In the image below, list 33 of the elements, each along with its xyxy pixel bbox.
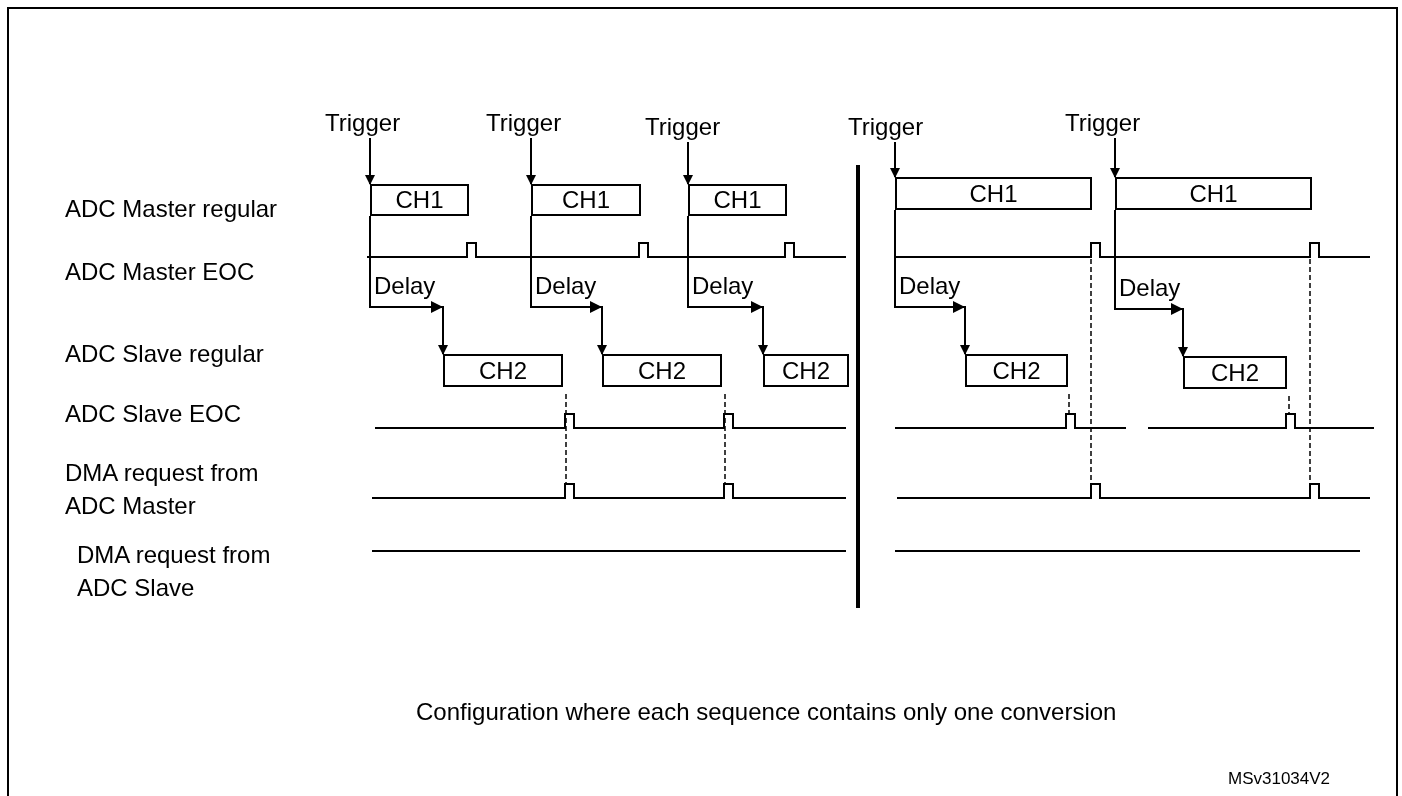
arrow [890, 141, 900, 178]
trigger-label: Trigger [1065, 108, 1151, 138]
arrow [526, 137, 536, 185]
delay-arrow [687, 215, 768, 355]
channel-box: CH1 [370, 184, 469, 216]
channel-box: CH2 [443, 354, 563, 387]
signal-name: ADC Slave EOC [65, 399, 242, 429]
signal-name: DMA request from ADC Slave [77, 540, 272, 603]
signal-name: ADC Master regular [65, 194, 278, 224]
trigger-label: Trigger [645, 112, 731, 142]
trigger-label: Trigger [848, 112, 934, 142]
delay-arrow [530, 215, 607, 355]
signal-name: ADC Master EOC [65, 257, 255, 287]
delay-arrow [369, 215, 448, 355]
arrow [1110, 137, 1120, 178]
arrow [683, 141, 693, 185]
signal-name: DMA request from ADC Master [65, 458, 260, 521]
channel-box: CH1 [1115, 177, 1312, 210]
figure-id: MSv31034V2 [1228, 768, 1331, 790]
channel-box: CH2 [965, 354, 1068, 387]
signal-name: ADC Slave regular [65, 339, 264, 369]
channel-box: CH1 [688, 184, 787, 216]
channel-box: CH1 [531, 184, 641, 216]
channel-box: CH2 [602, 354, 722, 387]
channel-box: CH2 [1183, 356, 1287, 389]
delay-arrow [894, 209, 970, 355]
trigger-label: Trigger [486, 108, 572, 138]
channel-box: CH2 [763, 354, 849, 387]
delay-arrow [1114, 209, 1188, 357]
channel-box: CH1 [895, 177, 1092, 210]
caption: Configuration where each sequence contains only one conversion [416, 697, 1117, 727]
arrow [365, 137, 375, 185]
trigger-label: Trigger [325, 108, 411, 138]
